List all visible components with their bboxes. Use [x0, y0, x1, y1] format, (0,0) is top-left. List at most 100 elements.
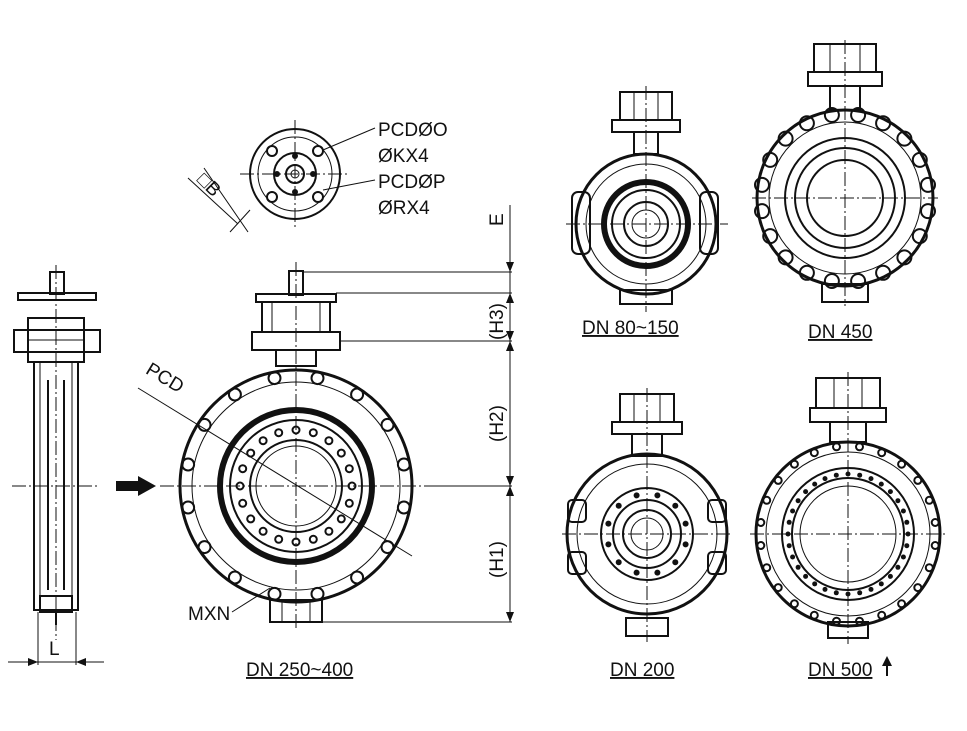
bolt-hole	[798, 115, 815, 132]
e-label: E	[487, 213, 508, 226]
bolt-hole	[258, 526, 268, 536]
caption-dn-200: DN 200	[610, 660, 674, 681]
bolt-hole	[857, 590, 863, 596]
bolt-hole	[605, 520, 612, 527]
bolt-hole	[344, 498, 354, 508]
bolt-hole	[924, 495, 934, 505]
bolt-hole	[823, 107, 840, 123]
bolt-hole	[308, 534, 318, 544]
bolt-hole	[672, 559, 679, 566]
h2-label: (H2)	[487, 405, 508, 442]
dn-500-view	[750, 372, 946, 644]
bolt-hole	[850, 107, 867, 123]
bolt-hole	[920, 176, 936, 193]
bolt-hole	[227, 570, 242, 585]
bolt-hole	[904, 519, 910, 525]
bolt-hole	[274, 534, 284, 544]
bolt-hole	[850, 273, 867, 289]
bolt-hole	[380, 540, 395, 555]
bolt-hole	[238, 464, 248, 474]
bolt-hole	[344, 464, 354, 474]
bolt-hole	[822, 476, 828, 482]
bolt-hole	[900, 508, 906, 514]
bolt-hole	[773, 475, 783, 485]
bolt-hole	[181, 457, 196, 472]
bolt-hole	[833, 590, 839, 596]
bolt-hole	[754, 203, 770, 220]
bolt-hole	[911, 151, 928, 168]
bolt-hole	[913, 583, 923, 593]
h3-label: (H3)	[487, 303, 508, 340]
bolt-hole	[809, 610, 819, 620]
caption-dn-80-150: DN 80~150	[582, 318, 679, 339]
dn-80-150-view	[566, 86, 728, 312]
bolt-hole	[896, 249, 913, 266]
bolt-hole	[762, 228, 779, 245]
bolt-hole	[789, 599, 799, 609]
bolt-hole	[605, 541, 612, 548]
bolt-hole	[615, 502, 622, 509]
flow-arrow-icon	[116, 476, 156, 496]
bolt-hole	[396, 500, 411, 515]
bolt-hole	[868, 586, 874, 592]
bolt-hole	[380, 417, 395, 432]
bolt-hole	[920, 203, 936, 220]
bolt-hole	[773, 583, 783, 593]
bolt-hole	[896, 130, 913, 147]
bolt-hole	[855, 442, 864, 452]
bolt-hole	[756, 541, 766, 550]
bolt-hole	[756, 518, 766, 527]
b-label: □B	[193, 169, 225, 201]
bolt-hole	[672, 502, 679, 509]
bolt-hole	[762, 495, 772, 505]
bolt-hole	[654, 569, 661, 576]
bolt-hole	[812, 481, 818, 487]
bolt-hole	[897, 599, 907, 609]
bolt-hole	[868, 476, 874, 482]
caption-dn-500: DN 500	[808, 660, 872, 681]
bolt-hole	[823, 273, 840, 289]
l-label: L	[49, 639, 60, 660]
bolt-hole	[762, 563, 772, 573]
bolt-hole	[930, 541, 940, 550]
bolt-hole	[798, 264, 815, 281]
caption-dn-250-400: DN 250~400	[246, 660, 353, 681]
bolt-hole	[895, 564, 901, 570]
bolt-hole	[924, 563, 934, 573]
bolt-hole	[790, 554, 796, 560]
bolt-hole	[654, 492, 661, 499]
up-arrow-icon	[882, 656, 892, 676]
bolt-hole	[832, 442, 841, 452]
top-flange-detail	[187, 120, 376, 233]
bolt-hole	[181, 500, 196, 515]
bolt-hole	[895, 498, 901, 504]
bolt-hole	[274, 428, 284, 438]
bolt-hole	[911, 228, 928, 245]
bolt-hole	[267, 371, 282, 386]
bolt-hole	[308, 428, 318, 438]
rx4-label: ØRX4	[378, 198, 430, 219]
bolt-hole	[310, 371, 325, 386]
bolt-hole	[336, 448, 346, 458]
bolt-hole	[913, 475, 923, 485]
bolt-hole	[238, 498, 248, 508]
mxn-label: MXN	[188, 604, 230, 625]
bolt-hole	[258, 436, 268, 446]
bolt-hole	[875, 115, 892, 132]
caption-dn-450: DN 450	[808, 322, 872, 343]
bolt-hole	[877, 448, 887, 458]
bolt-hole	[777, 130, 794, 147]
bolt-hole	[887, 573, 893, 579]
bolt-hole	[246, 514, 256, 524]
bolt-hole	[878, 481, 884, 487]
bolt-hole	[786, 519, 792, 525]
bolt-hole	[833, 472, 839, 478]
bolt-hole	[633, 492, 640, 499]
main-valve-view	[137, 205, 514, 630]
bolt-hole	[887, 489, 893, 495]
bolt-hole	[786, 543, 792, 549]
bolt-hole	[930, 518, 940, 527]
bolt-hole	[754, 176, 770, 193]
bolt-hole	[762, 151, 779, 168]
